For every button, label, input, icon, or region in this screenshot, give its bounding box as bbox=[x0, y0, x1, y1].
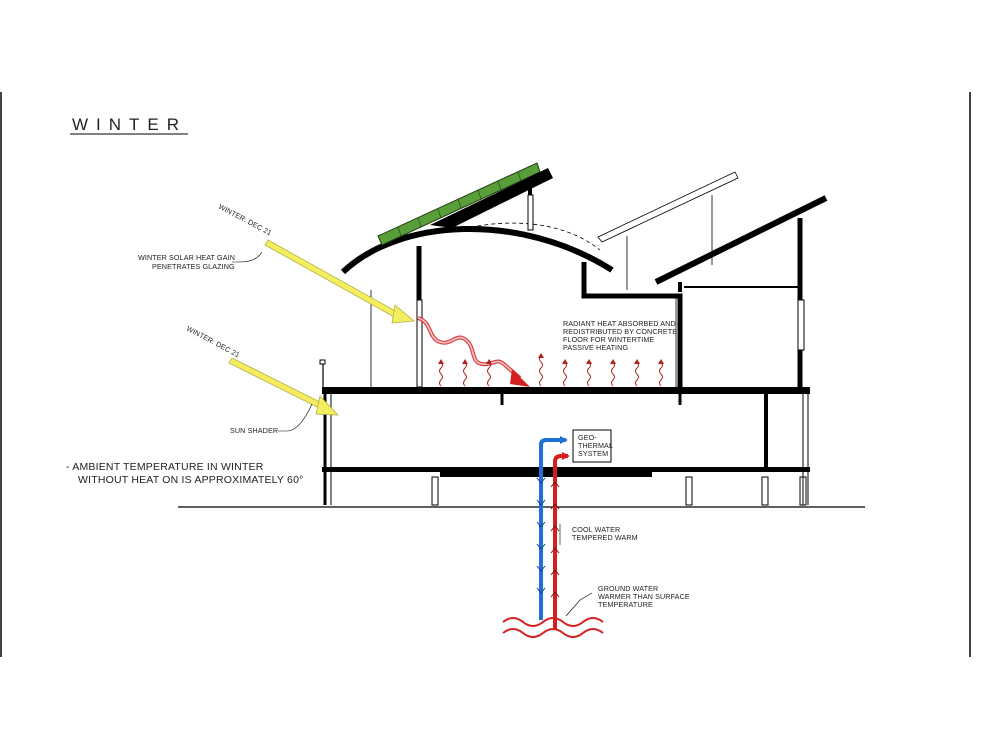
warm-flow-chevrons bbox=[550, 481, 560, 598]
curved-roof bbox=[340, 226, 614, 275]
lower-slab-thick bbox=[440, 472, 652, 477]
geo-label-3: SYSTEM bbox=[578, 449, 608, 458]
lower-slab bbox=[322, 467, 810, 472]
cool-water-label-1: COOL WATER bbox=[572, 525, 620, 534]
floor-radiant-squiggles bbox=[439, 355, 663, 387]
right-shed-roof bbox=[654, 195, 828, 285]
far-roof-outline bbox=[597, 171, 739, 243]
geothermal-system-box bbox=[572, 429, 612, 463]
geo-label-2: THERMAL bbox=[578, 441, 613, 450]
cool-water-label-2: TEMPERED WARM bbox=[572, 533, 638, 542]
sun-ray-lower bbox=[228, 357, 339, 416]
radiant-label-3: FLOOR FOR WINTERTIME bbox=[563, 335, 654, 344]
warm-water-pipe bbox=[553, 452, 570, 630]
radiant-heat-wave bbox=[417, 316, 522, 380]
cool-flow-chevrons bbox=[536, 477, 546, 594]
cool-water-pipe bbox=[539, 436, 568, 620]
geo-label-1: GEO- bbox=[578, 433, 597, 442]
sun-angle-label-upper: WINTER: DEC 21 bbox=[217, 202, 273, 238]
solar-gain-label-1: WINTER SOLAR HEAT GAIN bbox=[138, 253, 235, 262]
radiant-label-4: PASSIVE HEATING bbox=[563, 343, 628, 352]
radiant-label-2: REDISTRIBUTED BY CONCRETE bbox=[563, 327, 677, 336]
left-glazing bbox=[416, 299, 423, 388]
sun-angle-label-lower: WINTER: DEC 21 bbox=[185, 324, 241, 360]
leader-lines bbox=[232, 251, 593, 617]
ground-water-label-3: TEMPERATURE bbox=[598, 600, 653, 609]
sun-ray-upper bbox=[264, 239, 415, 324]
floor-slab bbox=[322, 387, 810, 394]
foundation-piers bbox=[431, 476, 807, 506]
ground-water-label-1: GROUND WATER bbox=[598, 584, 658, 593]
radiant-heat-arrowhead bbox=[510, 369, 530, 387]
radiant-label-1: RADIANT HEAT ABSORBED AND bbox=[563, 319, 676, 328]
solar-gain-label-2: PENETRATES GLAZING bbox=[152, 262, 235, 271]
ambient-note-line-1: - AMBIENT TEMPERATURE IN WINTER bbox=[66, 461, 264, 473]
ground-water-waves bbox=[502, 617, 604, 638]
page-title: WINTER bbox=[72, 115, 187, 134]
ambient-note-line-2: WITHOUT HEAT ON IS APPROXIMATELY 60° bbox=[78, 474, 304, 486]
sun-shader-label: SUN SHADER bbox=[230, 426, 278, 435]
ground-water-label-2: WARMER THAN SURFACE bbox=[598, 592, 690, 601]
